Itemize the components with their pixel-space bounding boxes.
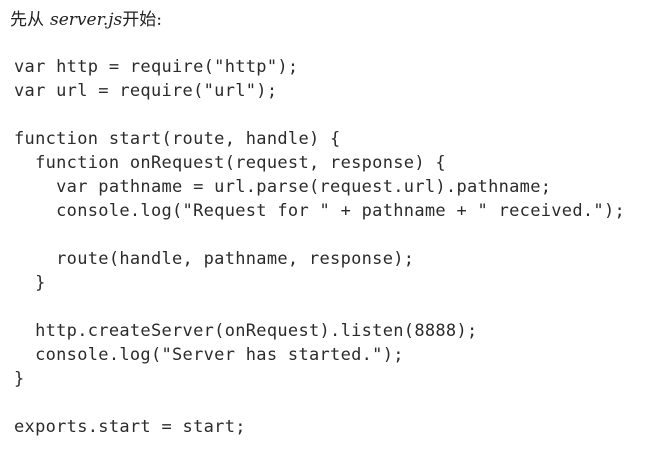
code-line [14, 391, 658, 415]
code-line: console.log("Request for " + pathname + … [14, 201, 626, 221]
code-line: var url = require("url"); [14, 81, 278, 101]
code-line: function onRequest(request, response) { [14, 153, 446, 173]
code-line: var pathname = url.parse(request.url).pa… [14, 177, 552, 197]
intro-text: 先从 server.js开始: [10, 8, 658, 32]
code-line [14, 103, 658, 127]
code-line: var http = require("http"); [14, 57, 299, 77]
code-line: exports.start = start; [14, 417, 246, 437]
code-line [14, 295, 658, 319]
filename: server.js [50, 10, 123, 30]
intro-prefix: 先从 [10, 10, 44, 30]
code-line: } [14, 273, 46, 293]
code-block: var http = require("http"); var url = req… [14, 55, 658, 439]
code-line: } [14, 369, 25, 389]
code-line: console.log("Server has started."); [14, 345, 404, 365]
code-line [14, 223, 658, 247]
intro-suffix: 开始: [122, 10, 162, 30]
code-line: function start(route, handle) { [14, 129, 341, 149]
code-line: route(handle, pathname, response); [14, 249, 415, 269]
code-line: http.createServer(onRequest).listen(8888… [14, 321, 478, 341]
